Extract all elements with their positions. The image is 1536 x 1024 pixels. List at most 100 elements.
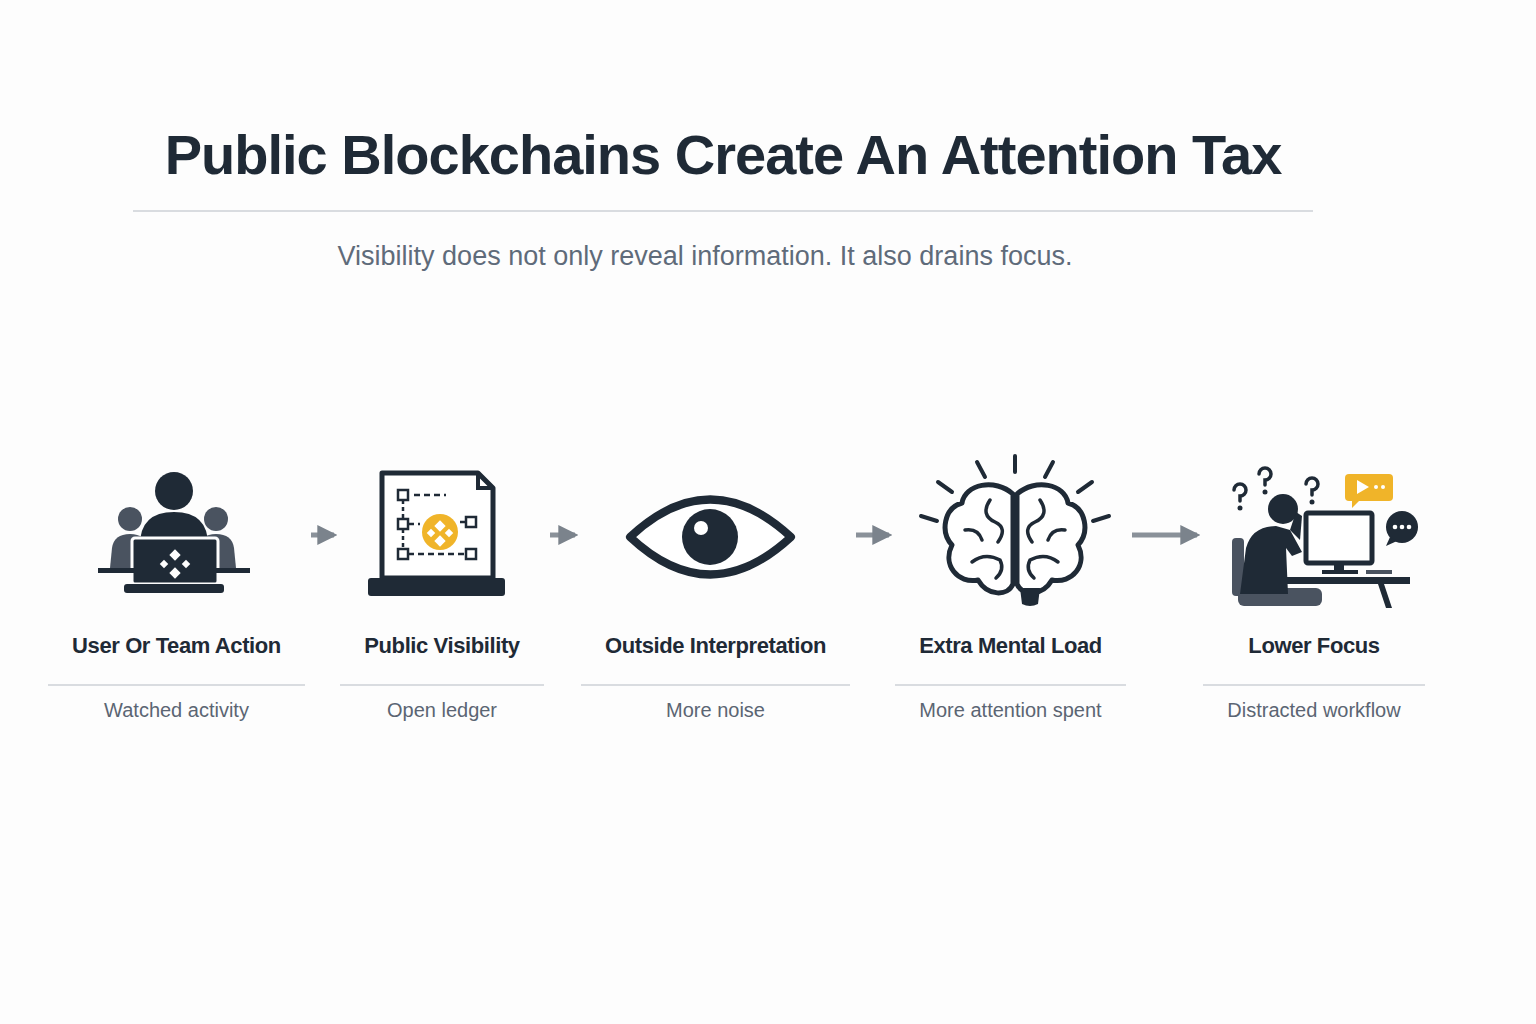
flow-arrow — [1132, 533, 1197, 538]
distracted-worker-icon-part — [1400, 525, 1405, 530]
team-icon-part-part — [182, 560, 190, 568]
distracted-worker-icon-part — [1306, 513, 1372, 563]
step-column: Outside InterpretationMore noise — [581, 455, 850, 722]
flow-arrow — [550, 533, 575, 538]
ledger-icon-part-part — [445, 529, 453, 537]
distracted-worker-icon-part — [1393, 525, 1398, 530]
step-column: Lower FocusDistracted workflow — [1203, 455, 1425, 722]
team-icon-part — [155, 472, 193, 510]
distracted-worker-icon-part-part — [1234, 484, 1246, 501]
brain-icon-part-part — [977, 462, 985, 477]
ledger-icon-part-part — [402, 500, 405, 549]
step-heading: Public Visibility — [340, 631, 544, 661]
distracted-worker-icon-part — [1322, 570, 1358, 574]
distracted-worker-icon-part — [1378, 584, 1392, 608]
ledger-icon-part-part — [398, 549, 408, 559]
step-column: User Or Team ActionWatched activity — [48, 455, 305, 722]
brain-icon-part — [965, 500, 1065, 578]
step-heading: Extra Mental Load — [895, 631, 1126, 661]
distracted-worker-icon-part — [1374, 485, 1378, 489]
ledger-icon-part-part — [408, 495, 466, 554]
icon-space — [1203, 455, 1425, 631]
brain-icon-part-part — [986, 500, 1002, 542]
brain-icon-part-part — [965, 530, 982, 540]
icon-space — [581, 455, 850, 631]
ledger-icon — [368, 473, 505, 596]
eye-icon-part — [682, 509, 738, 565]
ledger-icon-part — [398, 490, 476, 559]
icon-space — [895, 455, 1126, 631]
brain-icon-part-part — [1078, 482, 1092, 492]
step-column: Extra Mental LoadMore attention spent — [895, 455, 1126, 722]
brain-icon-part-part — [1093, 516, 1109, 521]
step-heading: User Or Team Action — [48, 631, 305, 661]
brain-icon-part — [1020, 588, 1040, 606]
subtitle-label: Visibility does not only reveal informat… — [0, 239, 1410, 273]
ledger-icon-part — [427, 520, 453, 546]
ledger-icon-part-part — [398, 490, 408, 500]
step-caption: Open ledger — [340, 684, 544, 722]
ledger-icon-part-part — [398, 519, 408, 529]
brain-icon — [921, 456, 1109, 606]
brain-icon-part-part — [1028, 500, 1044, 542]
brain-icon-part-part — [938, 482, 952, 492]
brain-icon-part — [945, 485, 1013, 593]
brain-icon-part — [1017, 485, 1085, 593]
eye-icon-part — [630, 500, 791, 575]
step-caption: Watched activity — [48, 684, 305, 722]
step-caption: More attention spent — [895, 684, 1126, 722]
ledger-icon-part-part — [466, 549, 476, 559]
distracted-worker-icon-part — [1352, 500, 1360, 508]
team-icon-part — [118, 507, 142, 531]
distracted-worker-icon-part — [1407, 525, 1412, 530]
ledger-icon-part — [422, 514, 458, 550]
icon-space — [48, 455, 305, 631]
team-icon-part — [132, 538, 218, 584]
distracted-worker-icon-part — [1284, 577, 1410, 584]
distracted-worker-icon-part-part — [1306, 478, 1318, 495]
brain-icon-part-part — [1028, 556, 1058, 578]
step-column: Public VisibilityOpen ledger — [340, 455, 544, 722]
ledger-icon-part — [368, 578, 505, 596]
icon-space — [340, 455, 544, 631]
team-icon-part-part — [169, 567, 180, 578]
distracted-worker-icon-part-part — [1259, 468, 1271, 485]
brain-icon-part-part — [921, 516, 937, 521]
distracted-worker-icon-part — [1386, 537, 1397, 546]
ledger-icon-part-part — [434, 520, 445, 531]
distracted-worker-icon-part — [1345, 474, 1393, 501]
distracted-worker-icon-part — [1290, 512, 1302, 540]
step-heading: Outside Interpretation — [581, 631, 850, 661]
eye-icon — [630, 500, 791, 575]
distracted-worker-icon-part-part — [1310, 500, 1315, 505]
title-rule — [133, 210, 1313, 212]
distracted-worker-icon-part — [1366, 570, 1392, 574]
distracted-worker-icon-part-part — [1238, 506, 1243, 511]
brain-icon-part-part — [1045, 462, 1053, 477]
step-heading: Lower Focus — [1203, 631, 1425, 661]
ledger-icon-part — [478, 473, 493, 488]
step-caption: More noise — [581, 684, 850, 722]
team-icon-part-part — [160, 560, 168, 568]
distracted-worker-icon-part — [1357, 480, 1369, 494]
ledger-icon-part-part — [434, 535, 445, 546]
diagram-title: Public Blockchains Create An Attention T… — [0, 122, 1446, 188]
distracted-worker-icon-part-part — [1263, 490, 1268, 495]
ledger-icon-part — [382, 473, 493, 578]
flow-arrow — [856, 533, 889, 538]
flow-arrow — [311, 533, 334, 538]
team-icon-part — [160, 549, 190, 578]
team-icon — [98, 472, 250, 593]
distracted-worker-icon — [1232, 468, 1418, 608]
brain-icon-part-part — [1048, 530, 1065, 540]
brain-icon-part-part — [972, 556, 1002, 578]
brain-icon-part-part — [1013, 456, 1017, 472]
team-icon-part — [204, 507, 228, 531]
team-icon-part — [124, 584, 224, 593]
ledger-icon-part-part — [427, 529, 435, 537]
distracted-worker-icon-part — [1381, 485, 1385, 489]
ledger-icon-part-part — [466, 517, 476, 527]
eye-icon-part — [694, 521, 708, 535]
step-caption: Distracted workflow — [1203, 684, 1425, 722]
team-icon-part-part — [169, 549, 180, 560]
